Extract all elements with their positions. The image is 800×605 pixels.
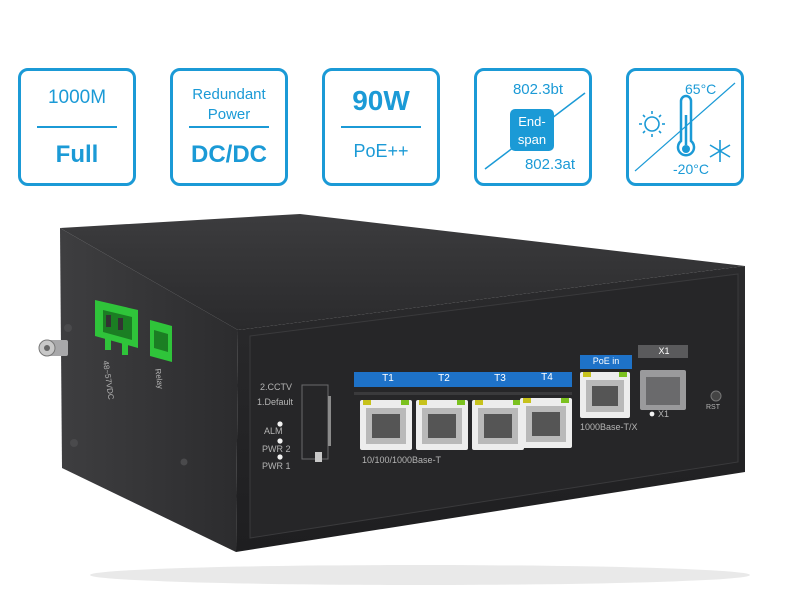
poe-in-label: PoE in	[592, 356, 620, 366]
led-label-pwr1: PWR 1	[262, 461, 291, 471]
badge-temperature-range: 65°C -20°C	[626, 68, 744, 186]
thermometer-icon	[676, 94, 696, 157]
poe-switch-device: 2.CCTV 1.Default ALM PWR 2 PWR 1 T1 T2 T…	[0, 200, 800, 600]
badge-divider	[189, 126, 269, 128]
temperature-icons	[634, 82, 736, 172]
sfp-sub-label: X1	[658, 409, 670, 419]
dip-label-default: 1.Default	[257, 397, 294, 407]
led-label-alm: ALM	[264, 426, 283, 436]
standard-bt: 802.3bt	[512, 81, 563, 98]
sfp-port-x1	[640, 370, 686, 410]
duplex-value: Full	[55, 141, 99, 168]
port-label-t2: T2	[438, 373, 450, 384]
rj45-port-t4	[520, 398, 572, 448]
power-type: DC/DC	[191, 141, 267, 168]
rj45-port-t2	[416, 400, 468, 450]
poe-standard: PoE++	[353, 141, 409, 161]
poe-in-speed-label: 1000Base-T/X	[580, 422, 638, 432]
rj45-port-poe-in	[580, 372, 630, 418]
max-temperature: 65°C	[685, 81, 717, 97]
speed-value: 1000M	[47, 87, 107, 108]
poe-wattage: 90W	[352, 85, 410, 116]
snowflake-icon	[709, 140, 731, 162]
reset-label: RST	[706, 404, 720, 411]
endspan-chip: End- span	[510, 109, 554, 151]
sun-icon	[639, 111, 665, 137]
power-caption: Redundant Power	[192, 86, 266, 123]
port-label-t4: T4	[541, 372, 553, 383]
standard-at: 802.3at	[524, 156, 575, 173]
port-speed-label: 10/100/1000Base-T	[362, 455, 442, 465]
dc-terminal-block	[95, 300, 138, 355]
badge-poe-budget: 90W PoE++	[322, 68, 440, 186]
switch-chassis	[38, 214, 750, 585]
relay-terminal-block	[150, 320, 172, 362]
dip-label-cctv: 2.CCTV	[260, 382, 293, 392]
badge-redundant-power: Redundant Power DC/DC	[170, 68, 288, 186]
port-label-t3: T3	[494, 373, 506, 384]
din-rail-screw	[38, 339, 68, 357]
badge-divider	[341, 126, 421, 128]
badge-divider	[37, 126, 117, 128]
badge-poe-standards: 802.3bt End- span 802.3at	[474, 68, 592, 186]
rj45-port-t1	[360, 400, 412, 450]
rj45-port-t3	[472, 400, 524, 450]
led-label-pwr2: PWR 2	[262, 444, 291, 454]
badge-gigabit-speed: 1000M Full	[18, 68, 136, 186]
port-label-t1: T1	[382, 373, 394, 384]
min-temperature: -20°C	[673, 161, 709, 177]
sfp-label: X1	[658, 346, 670, 356]
